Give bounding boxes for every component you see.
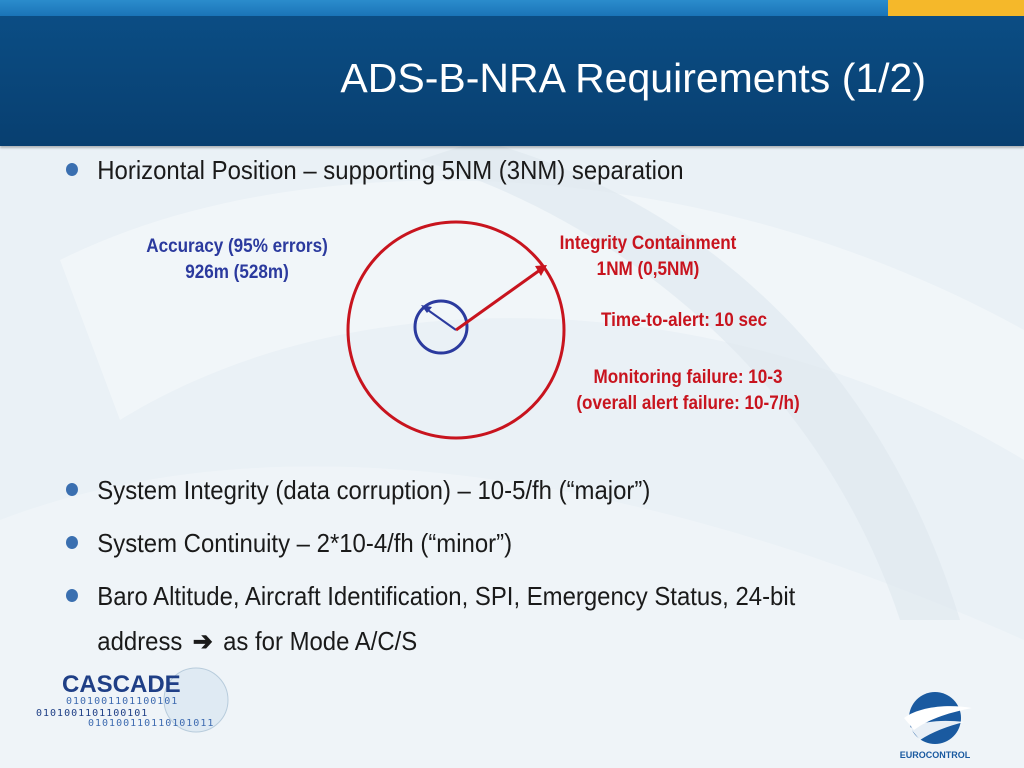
bullet-system-integrity: System Integrity (data corruption) – 10-… bbox=[66, 468, 876, 513]
bullet-dot-icon bbox=[66, 536, 78, 549]
cascade-binary-3: 010100110110101011 bbox=[88, 718, 214, 729]
eurocontrol-wordmark: EUROCONTROL bbox=[900, 750, 971, 760]
slide-title: ADS-B-NRA Requirements (1/2) bbox=[340, 55, 926, 101]
cascade-wordmark: CASCADE bbox=[62, 671, 181, 698]
bullet-horizontal-position: Horizontal Position – supporting 5NM (3N… bbox=[66, 148, 876, 193]
integrity-label-line2: 1NM (0,5NM) bbox=[596, 259, 700, 280]
right-arrow-icon: ➔ bbox=[192, 626, 213, 656]
bullet-system-continuity: System Continuity – 2*10-4/fh (“minor”) bbox=[66, 521, 876, 566]
bullet-dot-icon bbox=[66, 163, 78, 176]
accuracy-arrowhead-icon bbox=[421, 305, 432, 313]
integrity-radius-arrow bbox=[455, 268, 541, 332]
accuracy-radius-arrow bbox=[424, 307, 457, 331]
bullet-text: System Integrity (data corruption) – 10-… bbox=[97, 475, 651, 505]
bullet-text-before: Baro Altitude, Aircraft Identification, … bbox=[97, 581, 796, 656]
cascade-logo: CASCADE 0101001101100101 010100110110010… bbox=[36, 667, 229, 733]
bullet-dot-icon bbox=[66, 483, 78, 496]
time-to-alert-label: Time-to-alert: 10 sec bbox=[600, 310, 767, 331]
bullet-text: Horizontal Position – supporting 5NM (3N… bbox=[97, 155, 684, 185]
accuracy-label-line1: Accuracy (95% errors) bbox=[146, 236, 328, 257]
accuracy-circle bbox=[413, 299, 469, 355]
accuracy-label-line2: 926m (528m) bbox=[185, 262, 289, 283]
bullet-text: Baro Altitude, Aircraft Identification, … bbox=[97, 574, 875, 664]
slide-header: ADS-B-NRA Requirements (1/2) bbox=[0, 16, 1024, 146]
cascade-binary-1: 0101001101100101 bbox=[66, 696, 178, 707]
cascade-binary-2: 0101001101100101 bbox=[36, 708, 148, 719]
integrity-label-line1: Integrity Containment bbox=[559, 233, 737, 254]
monitoring-label-line1: Monitoring failure: 10-3 bbox=[593, 367, 783, 388]
bullet-text: System Continuity – 2*10-4/fh (“minor”) bbox=[97, 528, 513, 558]
top-bar-accent bbox=[888, 0, 1024, 16]
eurocontrol-logo: EUROCONTROL bbox=[900, 692, 972, 760]
top-bar bbox=[0, 0, 1024, 16]
monitoring-label-line2: (overall alert failure: 10-7/h) bbox=[576, 393, 800, 414]
integrity-containment-circle bbox=[346, 220, 566, 440]
bullet-text-after: as for Mode A/C/S bbox=[223, 626, 418, 656]
integrity-label: Integrity Containment 1NM (0,5NM) bbox=[540, 231, 756, 283]
bullet-baro-altitude: Baro Altitude, Aircraft Identification, … bbox=[66, 574, 876, 664]
accuracy-label: Accuracy (95% errors) 926m (528m) bbox=[130, 234, 344, 286]
bullet-dot-icon bbox=[66, 589, 78, 602]
monitoring-failure-label: Monitoring failure: 10-3 (overall alert … bbox=[555, 365, 821, 417]
integrity-arrowhead-icon bbox=[535, 265, 547, 276]
